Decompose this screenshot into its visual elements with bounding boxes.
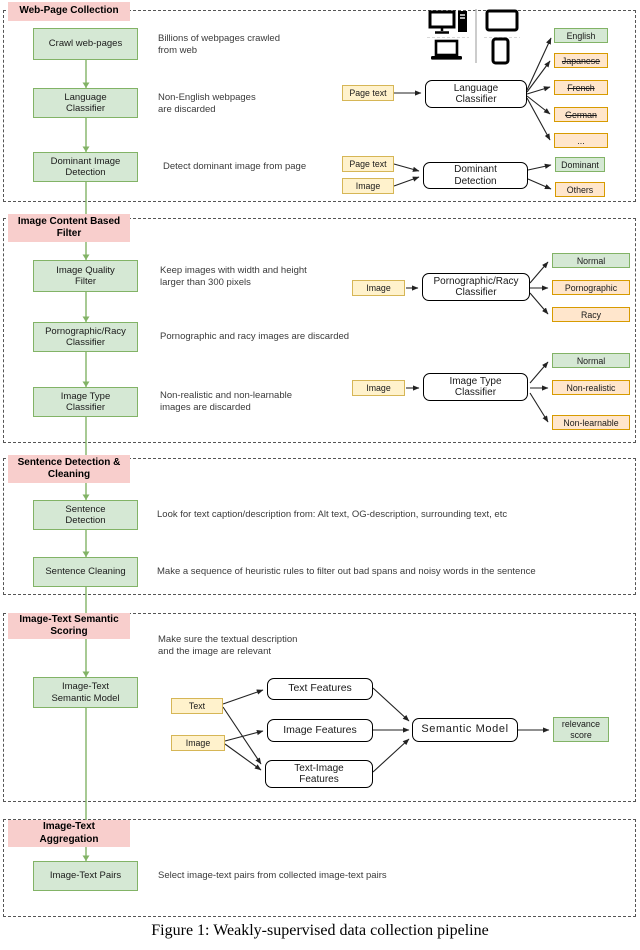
step-description: Keep images with width and height larger… [160, 265, 307, 288]
output-dominant: Dominant [555, 157, 605, 172]
section-image-text-semantic-scoring [3, 613, 636, 802]
output-non-learnable: Non-learnable [552, 415, 630, 430]
step-dominant-image-detection: Dominant Image Detection [33, 152, 138, 182]
device-icons [427, 9, 520, 65]
output-german: German [554, 107, 608, 122]
section-header: Sentence Detection & Cleaning [8, 455, 130, 483]
step-crawl-web-pages: Crawl web-pages [33, 28, 138, 60]
step-language-classifier: Language Classifier [33, 88, 138, 118]
input-image: Image [352, 280, 405, 296]
model-semantic-model: Semantic Model [412, 718, 518, 742]
input-page-text: Page text [342, 85, 394, 101]
figure-caption: Figure 1: Weakly-supervised data collect… [151, 922, 489, 939]
section-sentence-detection-cleaning [3, 458, 636, 595]
step-pornographic-racy-classifier: Pornographic/Racy Classifier [33, 322, 138, 352]
step-sentence-detection: Sentence Detection [33, 500, 138, 530]
output-non-realistic: Non-realistic [552, 380, 630, 395]
output-others: Others [555, 182, 605, 197]
input-image: Image [171, 735, 225, 751]
input-text: Text [171, 698, 223, 714]
step-description: Billions of webpages crawled from web [158, 33, 280, 56]
output-normal: Normal [552, 353, 630, 368]
step-description: Select image-text pairs from collected i… [158, 870, 387, 881]
step-sentence-cleaning: Sentence Cleaning [33, 557, 138, 587]
step-description: Detect dominant image from page [163, 161, 307, 172]
step-image-type-classifier: Image Type Classifier [33, 387, 138, 417]
tablet-icon [485, 9, 519, 32]
input-image: Image [352, 380, 405, 396]
output-racy: Racy [552, 307, 630, 322]
step-image-text-semantic-model: Image-Text Semantic Model [33, 677, 138, 708]
output-japanese: Japanese [554, 53, 608, 68]
step-description: Look for text caption/description from: … [157, 509, 508, 520]
section-header: Web-Page Collection [8, 2, 130, 21]
input-image: Image [342, 178, 394, 194]
section-note: Make sure the textual description and th… [158, 634, 298, 657]
output-french: French [554, 80, 608, 95]
output-ellipsis: ... [554, 133, 608, 148]
step-image-text-pairs: Image-Text Pairs [33, 861, 138, 891]
step-description: Non-English webpages are discarded [158, 92, 256, 115]
output-relevance-score: relevance score [553, 717, 609, 742]
step-description: Make a sequence of heuristic rules to fi… [157, 566, 536, 577]
model-language-classifier: Language Classifier [425, 80, 527, 108]
model-pornographic-racy-classifier: Pornographic/Racy Classifier [422, 273, 530, 301]
model-text-features: Text Features [267, 678, 373, 700]
section-header: Image-Text Aggregation [8, 820, 130, 847]
desktop-computer-icon [428, 10, 467, 34]
laptop-icon [431, 39, 462, 60]
step-description: Pornographic and racy images are discard… [160, 331, 350, 342]
output-normal: Normal [552, 253, 630, 268]
step-description: Non-realistic and non-learnable images a… [160, 390, 293, 413]
output-pornographic: Pornographic [552, 280, 630, 295]
section-image-content-filter [3, 218, 636, 443]
section-image-text-aggregation [3, 819, 636, 917]
output-english: English [554, 28, 608, 43]
model-text-image-features: Text-Image Features [265, 760, 373, 788]
section-web-page-collection [3, 10, 636, 202]
smartphone-icon [491, 37, 510, 65]
model-image-type-classifier: Image Type Classifier [423, 373, 528, 401]
input-page-text: Page text [342, 156, 394, 172]
section-header: Image-Text Semantic Scoring [8, 613, 130, 639]
model-image-features: Image Features [267, 719, 373, 742]
step-image-quality-filter: Image Quality Filter [33, 260, 138, 292]
model-dominant-detection: Dominant Detection [423, 162, 528, 189]
section-header: Image Content Based Filter [8, 214, 130, 242]
